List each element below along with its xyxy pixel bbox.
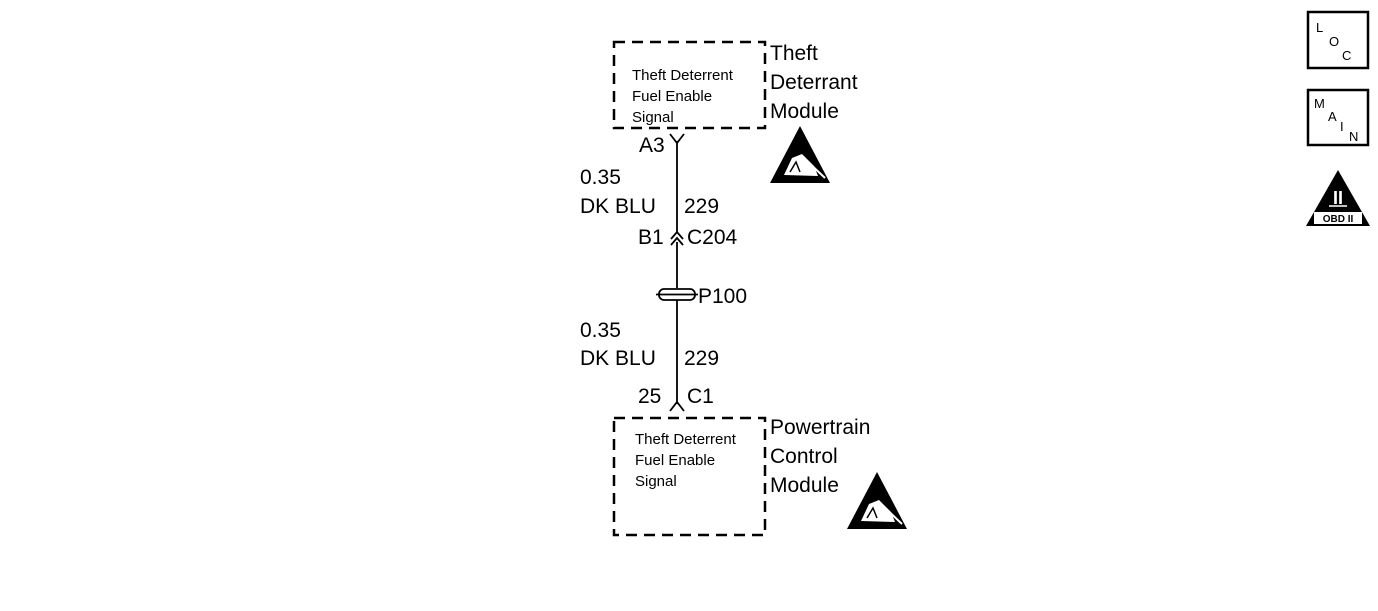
inline-connector-name: C204	[687, 226, 738, 249]
upper-wire-color: DK BLU	[580, 195, 656, 218]
upper-signal-line-2: Fuel Enable	[632, 88, 712, 105]
lower-module-name-line-1: Powertrain	[770, 416, 870, 439]
upper-signal-line-1: Theft Deterrent	[632, 67, 734, 84]
lower-wire-size: 0.35	[580, 319, 621, 342]
obd-numeral: II	[1333, 188, 1343, 208]
esd-sensitive-icon	[770, 126, 830, 183]
theft-deterrent-module-box	[612, 40, 767, 130]
lower-module-name-line-2: Control	[770, 445, 838, 468]
esd-sensitive-icon	[847, 472, 907, 529]
splice-pack-symbol	[656, 288, 698, 301]
lower-module-name-line-3: Module	[770, 474, 839, 497]
main-letter-2: A	[1328, 109, 1337, 124]
main-letter-3: I	[1340, 119, 1344, 134]
obd-caption: OBD II	[1323, 214, 1354, 225]
powertrain-control-module-box	[612, 416, 767, 537]
main-icon[interactable]: M A I N	[1306, 88, 1370, 147]
main-letter-4: N	[1349, 129, 1358, 144]
upper-signal-line-3: Signal	[632, 109, 674, 126]
inline-connector-mark	[670, 230, 684, 246]
lower-connector-pin: 25	[638, 385, 661, 408]
upper-wire-size: 0.35	[580, 166, 621, 189]
splice-name: P100	[698, 285, 747, 308]
loc-letter-1: L	[1316, 20, 1323, 35]
inline-connector-pin: B1	[638, 226, 664, 249]
upper-module-name-line-1: Theft	[770, 42, 818, 65]
lower-wire-color: DK BLU	[580, 347, 656, 370]
main-letter-1: M	[1314, 96, 1325, 111]
lower-signal-line-1: Theft Deterrent	[635, 431, 737, 448]
loc-icon[interactable]: L O C	[1306, 10, 1370, 70]
loc-letter-2: O	[1329, 34, 1339, 49]
obd-ii-icon[interactable]: II OBD II	[1306, 170, 1370, 226]
upper-wire-circuit: 229	[684, 195, 719, 218]
lower-signal-line-3: Signal	[635, 473, 677, 490]
lower-connector-name: C1	[687, 385, 714, 408]
lower-wire-circuit: 229	[684, 347, 719, 370]
upper-module-name-line-3: Module	[770, 100, 839, 123]
lower-signal-line-2: Fuel Enable	[635, 452, 715, 469]
lower-terminal-mark	[669, 400, 685, 412]
loc-letter-3: C	[1342, 48, 1351, 63]
upper-pin-label: A3	[639, 134, 665, 157]
upper-module-name-line-2: Deterrant	[770, 71, 858, 94]
